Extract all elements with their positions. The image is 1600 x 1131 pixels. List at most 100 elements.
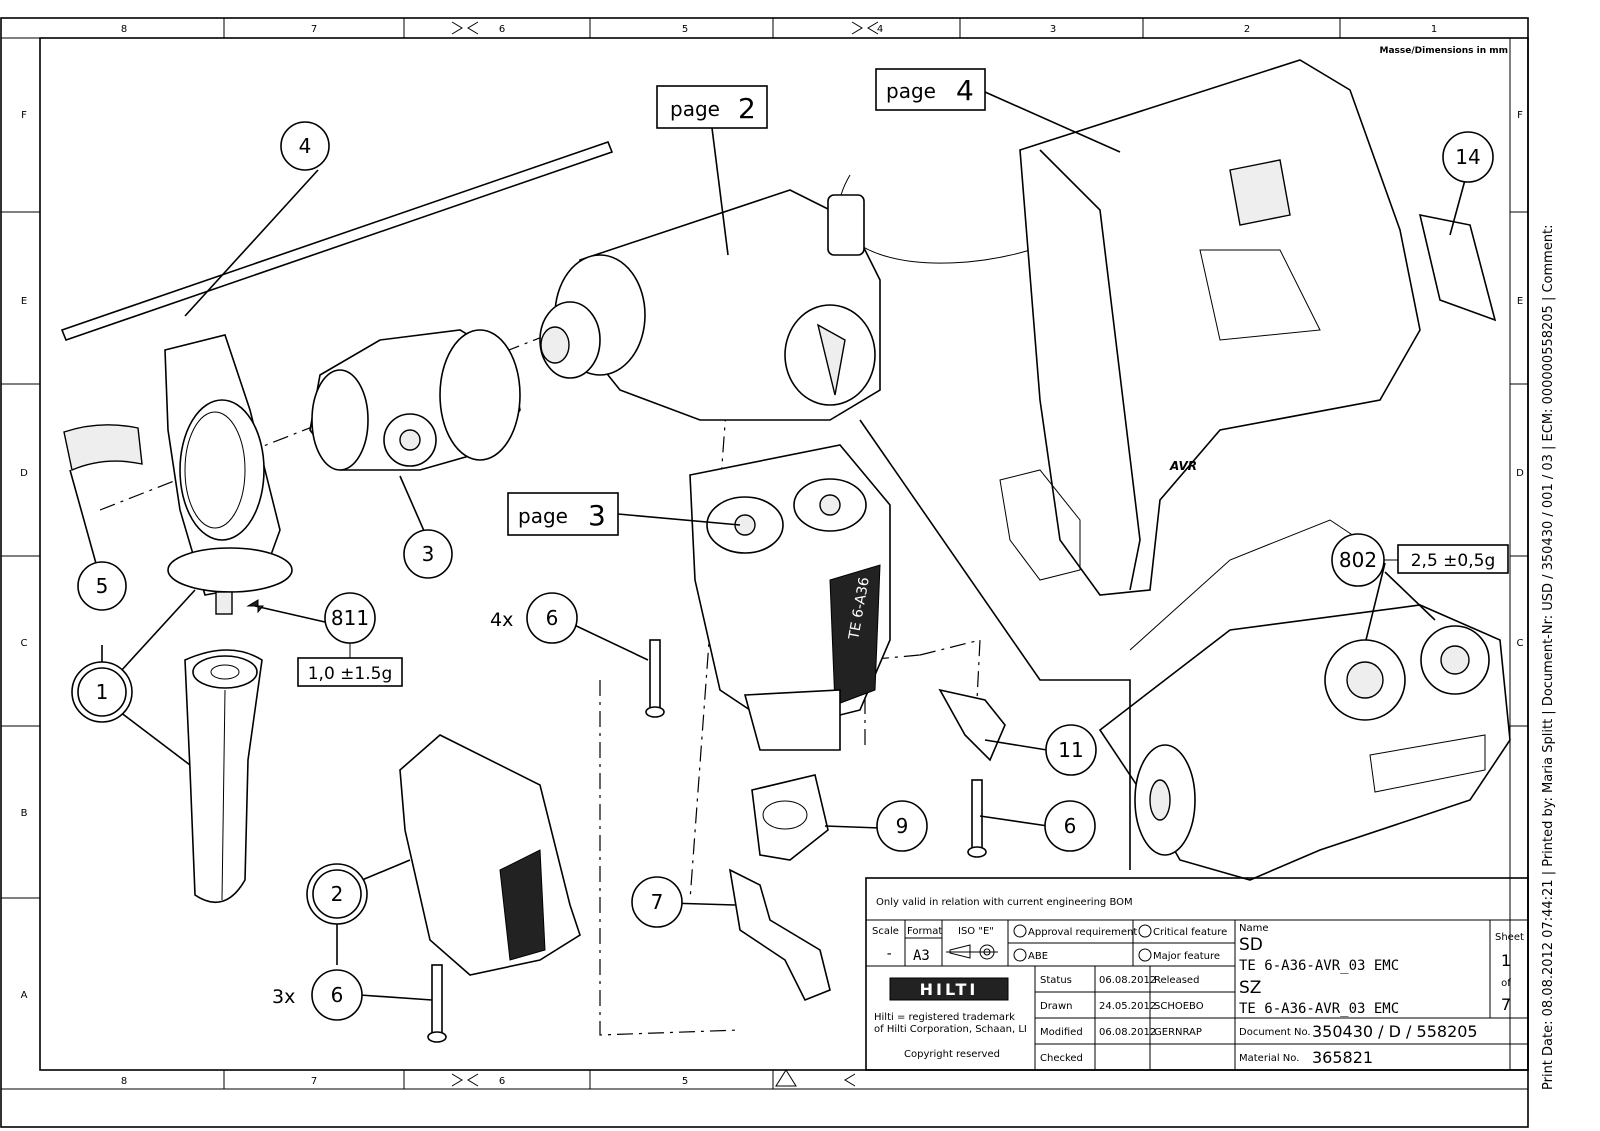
svg-text:4: 4 bbox=[299, 134, 312, 158]
material-no-value: 365821 bbox=[1312, 1048, 1373, 1067]
dimensions-note: Masse/Dimensions in mm bbox=[1380, 46, 1508, 56]
row-label: D bbox=[20, 468, 28, 479]
part-side-handle-grip bbox=[184, 649, 263, 904]
weight-box-802: 2,5 ±0,5g bbox=[1384, 544, 1509, 574]
row-label: D bbox=[1516, 468, 1524, 479]
engineering-notice: Only valid in relation with current engi… bbox=[876, 897, 1133, 908]
row-label: F bbox=[21, 110, 27, 121]
column-labels: 8 7 6 5 4 3 2 1 8 7 6 5 bbox=[121, 24, 1437, 1087]
callout-9: 9 bbox=[876, 800, 928, 852]
format-value: A3 bbox=[913, 948, 930, 964]
detail-view-gearbox bbox=[1098, 519, 1511, 881]
callout-1: 1 bbox=[71, 661, 133, 723]
page-ref-3[interactable]: page 3 bbox=[507, 492, 619, 536]
callout-7: 7 bbox=[631, 876, 683, 928]
svg-text:6: 6 bbox=[1064, 814, 1077, 838]
col-label: 4 bbox=[877, 24, 883, 35]
avr-label: AVR bbox=[1169, 459, 1197, 473]
part-motor-housing: TE 6-A36 bbox=[689, 444, 891, 751]
svg-text:9: 9 bbox=[896, 814, 909, 838]
svg-text:14: 14 bbox=[1455, 145, 1480, 169]
callout-3: 3 bbox=[403, 529, 453, 579]
scale-label: Scale bbox=[872, 926, 899, 937]
sheet-number: 1 bbox=[1501, 951, 1511, 970]
page-ref-2[interactable]: page 2 bbox=[656, 85, 768, 129]
row-label: C bbox=[1517, 638, 1524, 649]
page-ref-label: page bbox=[518, 504, 568, 528]
row-label: B bbox=[21, 808, 28, 819]
name-line-1: TE 6-A36-AVR_03 EMC bbox=[1239, 958, 1399, 974]
col-label: 2 bbox=[1244, 24, 1250, 35]
quantity-3x: 3x bbox=[272, 986, 295, 1008]
document-no-value: 350430 / D / 558205 bbox=[1312, 1022, 1478, 1041]
quantity-4x: 4x bbox=[490, 609, 513, 631]
page-ref-label: page bbox=[670, 97, 720, 121]
row-label: C bbox=[21, 638, 28, 649]
major-feature: Major feature bbox=[1153, 951, 1220, 962]
modified-label: Modified bbox=[1040, 1027, 1083, 1038]
drawn-by: SCHOEBO bbox=[1154, 1001, 1204, 1012]
sd-label: SD bbox=[1239, 935, 1263, 955]
callout-14: 14 bbox=[1442, 131, 1494, 183]
sheet-label: Sheet bbox=[1495, 932, 1524, 943]
part-9-switch-module bbox=[751, 774, 829, 861]
svg-text:7: 7 bbox=[651, 890, 664, 914]
callout-811: 811 bbox=[324, 592, 376, 644]
part-main-housing: AVR bbox=[999, 59, 1421, 596]
row-label: E bbox=[21, 296, 27, 307]
critical-feature: Critical feature bbox=[1153, 927, 1227, 938]
callouts: 4 3 5 1 811 6 11 9 6 7 2 6 14 802 bbox=[71, 121, 1494, 1021]
copyright: Copyright reserved bbox=[904, 1049, 1000, 1060]
sheet-of: of bbox=[1501, 978, 1511, 989]
part-2-bottom-cover bbox=[399, 734, 581, 976]
modified-by: GERNRAP bbox=[1154, 1027, 1202, 1038]
weight-802: 2,5 ±0,5g bbox=[1411, 551, 1496, 571]
leader-lines bbox=[69, 91, 1466, 1001]
callout-5: 5 bbox=[77, 561, 127, 611]
approval-requirement: Approval requirement bbox=[1028, 927, 1137, 938]
svg-text:1: 1 bbox=[96, 680, 109, 704]
drawing-frame bbox=[0, 17, 1529, 1128]
callout-2: 2 bbox=[306, 863, 368, 925]
sheet-total: 7 bbox=[1501, 995, 1511, 1014]
material-no-label: Material No. bbox=[1239, 1053, 1299, 1064]
svg-text:6: 6 bbox=[331, 983, 344, 1007]
part-6-screws bbox=[427, 639, 987, 1043]
sz-label: SZ bbox=[1239, 978, 1261, 998]
page-ref-number: 3 bbox=[588, 499, 606, 532]
checked-label: Checked bbox=[1040, 1053, 1083, 1064]
title-block-text: Only valid in relation with current engi… bbox=[872, 897, 1524, 1067]
col-label: 3 bbox=[1050, 24, 1056, 35]
svg-text:5: 5 bbox=[96, 574, 109, 598]
col-label: 8 bbox=[121, 1076, 127, 1087]
part-14-cover bbox=[1418, 213, 1497, 322]
row-labels: F E D C B A F E D C bbox=[20, 110, 1524, 1001]
callout-6-3x: 6 bbox=[311, 969, 363, 1021]
drawn-label: Drawn bbox=[1040, 1001, 1072, 1012]
document-no-label: Document No. bbox=[1239, 1027, 1311, 1038]
callout-802: 802 bbox=[1331, 533, 1385, 587]
svg-text:3: 3 bbox=[422, 542, 435, 566]
name-line-2: TE 6-A36-AVR_03 EMC bbox=[1239, 1001, 1399, 1017]
part-4-rod bbox=[60, 140, 614, 342]
svg-text:2: 2 bbox=[331, 882, 344, 906]
col-label: 1 bbox=[1431, 24, 1437, 35]
row-label: A bbox=[21, 990, 28, 1001]
part-5-pad bbox=[63, 424, 143, 471]
print-info-vertical: Print Date: 08.08.2012 07:44:21 | Printe… bbox=[1541, 224, 1556, 1090]
col-label: 7 bbox=[311, 24, 317, 35]
col-label: 5 bbox=[682, 1076, 688, 1087]
svg-text:802: 802 bbox=[1339, 548, 1377, 572]
page-ref-number: 4 bbox=[956, 74, 974, 107]
col-label: 7 bbox=[311, 1076, 317, 1087]
page-ref-4[interactable]: page 4 bbox=[875, 68, 986, 111]
arrow-811 bbox=[246, 599, 265, 614]
weight-811: 1,0 ±1.5g bbox=[308, 664, 393, 684]
col-label: 8 bbox=[121, 24, 127, 35]
status-label: Status bbox=[1040, 975, 1072, 986]
title-block: HILTI bbox=[865, 877, 1529, 1071]
iso-label: ISO "E" bbox=[958, 926, 994, 937]
callout-11: 11 bbox=[1045, 724, 1097, 776]
trademark-line-1: Hilti = registered trademark bbox=[874, 1012, 1015, 1023]
